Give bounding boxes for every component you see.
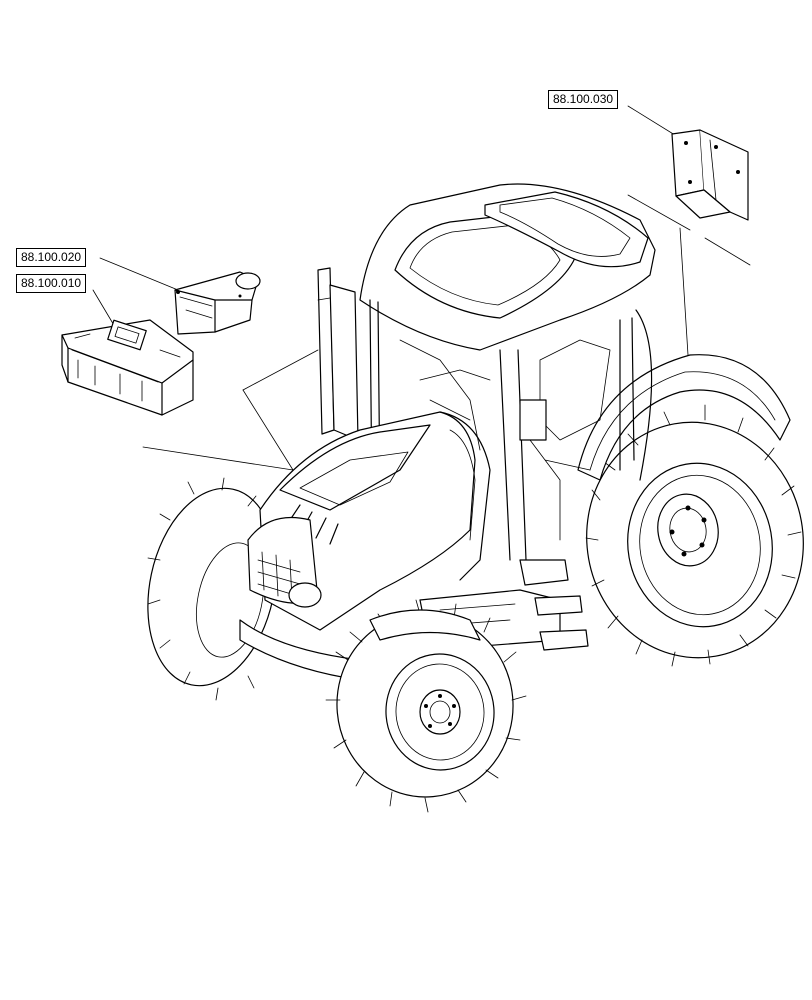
rear-wheel <box>585 404 804 667</box>
exhaust <box>317 267 359 441</box>
front-fender <box>369 609 481 641</box>
front-right-wheel <box>325 599 527 813</box>
cab <box>359 183 656 561</box>
rear-fender <box>577 354 791 481</box>
callout-bracket[interactable]: 88.100.030 <box>548 90 619 109</box>
hood <box>247 411 491 631</box>
callout-document-holder[interactable]: 88.100.020 <box>16 248 87 267</box>
tractor-body <box>147 183 804 813</box>
leader-lines <box>92 105 751 471</box>
document-holder-part <box>174 271 261 335</box>
toolbox-part <box>61 319 194 416</box>
bracket-part <box>671 129 749 221</box>
callout-toolbox[interactable]: 88.100.010 <box>16 274 87 293</box>
